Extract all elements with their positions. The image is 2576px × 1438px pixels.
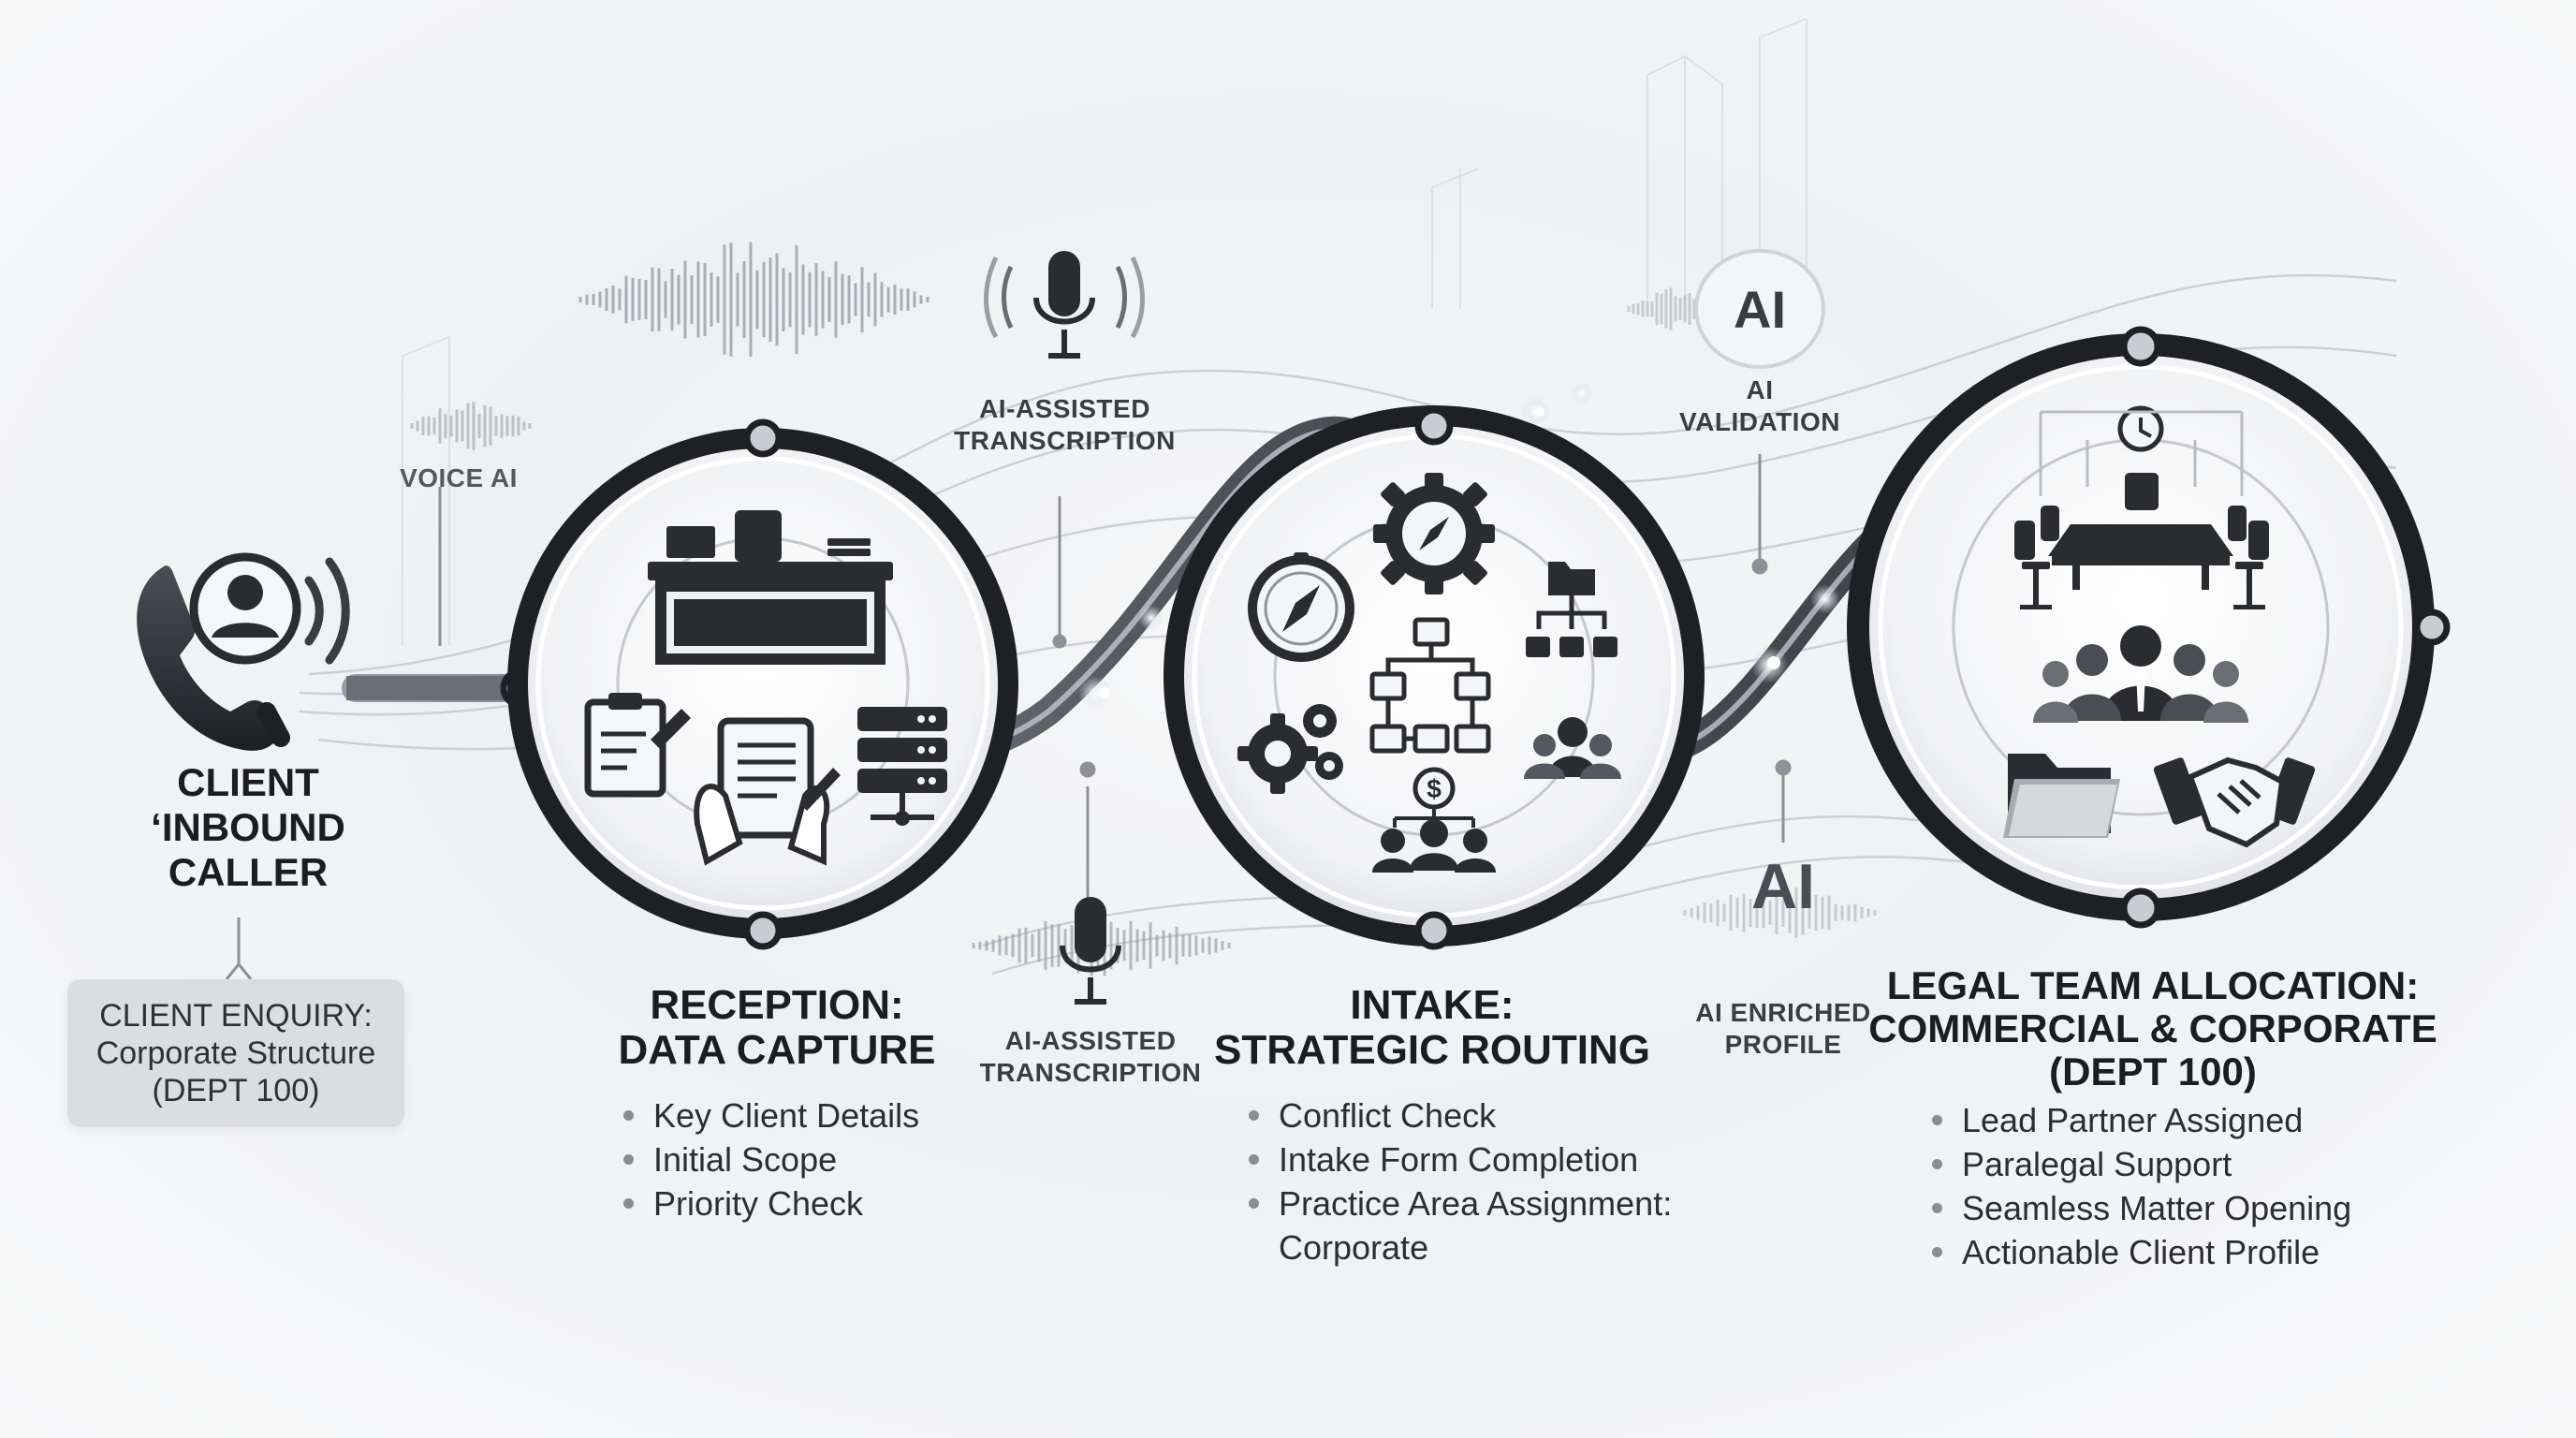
tablet-writing-icon: [694, 717, 841, 866]
ai-badge-top-text: AI: [1734, 280, 1786, 339]
transcription-top-line1: AI-ASSISTED: [979, 394, 1150, 423]
stage-reception-title: RECEPTION: DATA CAPTURE: [590, 983, 964, 1073]
clipboard-icon: [584, 693, 691, 798]
stage-intake-title-line1: INTAKE:: [1350, 982, 1515, 1028]
stage-reception-title-line2: DATA CAPTURE: [618, 1027, 936, 1073]
stage-legal-title: LEGAL TEAM ALLOCATION: COMMERCIAL & CORP…: [1863, 964, 2443, 1093]
bullet-item-continuation: Corporate: [1279, 1228, 1429, 1267]
coin-symbol: $: [1427, 774, 1442, 803]
team-group-icon: [1524, 717, 1621, 779]
bullet-item: Conflict Check: [1243, 1093, 1672, 1137]
bullet-item: Paralegal Support: [1926, 1142, 2351, 1186]
flowchart-icon: [1369, 617, 1491, 754]
transcription-label-bottom: AI-ASSISTED TRANSCRIPTION: [964, 1025, 1217, 1089]
folder-hierarchy-icon: [1526, 562, 1617, 657]
caller-title-line2: ‘INBOUND: [151, 805, 345, 849]
transcription-top-line2: TRANSCRIPTION: [954, 426, 1176, 455]
stage-legal-bullets: Lead Partner Assigned Paralegal Support …: [1926, 1098, 2351, 1274]
bullet-item: Seamless Matter Opening: [1926, 1186, 2351, 1230]
waveform-voice: [410, 402, 532, 450]
client-enquiry-box: CLIENT ENQUIRY: Corporate Structure (DEP…: [67, 979, 404, 1127]
enquiry-dept: (DEPT 100): [152, 1073, 320, 1108]
ai-badge-bottom: AI: [1751, 851, 1815, 922]
stage-reception-bullets: Key Client Details Initial Scope Priorit…: [618, 1093, 919, 1225]
microphone-icon-bottom: [1060, 897, 1121, 1005]
ai-validation-label: AI VALIDATION: [1657, 374, 1863, 438]
phone-caller-icon: [137, 565, 290, 751]
legal-team-people-icon: [2033, 625, 2248, 723]
bullet-item: Practice Area Assignment:: [1243, 1181, 1672, 1225]
ai-validation-line2: VALIDATION: [1679, 407, 1840, 436]
compass-gear-icon: [1373, 473, 1495, 594]
bullet-item: Priority Check: [618, 1181, 919, 1225]
sound-waves-icon: [304, 557, 350, 665]
stage-legal-title-line1: LEGAL TEAM ALLOCATION:: [1886, 963, 2420, 1007]
voice-ai-label: VOICE AI: [400, 463, 518, 492]
glow-particles: [1078, 382, 1840, 710]
ai-enriched-line1: AI ENRICHED: [1695, 998, 1871, 1027]
bullet-item: Lead Partner Assigned: [1926, 1098, 2351, 1142]
background-building-lines: [402, 18, 1808, 646]
ai-validation-line1: AI: [1746, 375, 1774, 404]
user-avatar-icon: [189, 552, 301, 665]
stage-intake-bullets: Conflict Check Intake Form Completion Pr…: [1243, 1093, 1672, 1269]
caller-title-line1: CLIENT: [177, 760, 319, 804]
microphone-icon-top: [984, 251, 1145, 359]
waveform-top: [578, 242, 929, 358]
folder-icon: [2003, 754, 2120, 838]
ai-enriched-label: AI ENRICHED PROFILE: [1676, 997, 1891, 1061]
callout-lines: [225, 454, 1792, 980]
bullet-item: Key Client Details: [618, 1093, 919, 1137]
bullet-item: Initial Scope: [618, 1137, 919, 1181]
ai-enriched-line2: PROFILE: [1724, 1030, 1842, 1059]
bullet-item: Actionable Client Profile: [1926, 1230, 2351, 1274]
finance-team-icon: $: [1372, 767, 1496, 873]
desk-icon: [648, 510, 893, 665]
stage-legal-title-line2: COMMERCIAL & CORPORATE: [1868, 1006, 2437, 1050]
transcription-bottom-line1: AI-ASSISTED: [1004, 1026, 1177, 1055]
ai-badge-bottom-text: AI: [1751, 851, 1815, 922]
stage-circle-reception: [507, 418, 1018, 950]
stage-intake-title: INTAKE: STRATEGIC ROUTING: [1208, 983, 1657, 1073]
stage-circle-intake: [1164, 405, 1705, 950]
transcription-label-top: AI-ASSISTED TRANSCRIPTION: [936, 393, 1193, 457]
stage-intake-title-line2: STRATEGIC ROUTING: [1213, 1027, 1651, 1073]
caller-title-line3: CALLER: [168, 850, 329, 894]
clock-icon: [2117, 405, 2164, 452]
handshake-icon: [2153, 756, 2316, 848]
bullet-item: Intake Form Completion: [1243, 1137, 1672, 1181]
meeting-room-icon: [2014, 410, 2269, 609]
server-stack-icon: [857, 707, 947, 826]
caller-title: CLIENT ‘INBOUND CALLER: [140, 760, 356, 895]
gears-icon: [1237, 704, 1343, 794]
compass-icon: [1248, 552, 1354, 662]
enquiry-title: CLIENT ENQUIRY:: [99, 998, 373, 1034]
waveform-ai-bottom: [1683, 888, 1877, 938]
ai-badge-top: AI: [1694, 249, 1825, 369]
transcription-bottom-line2: TRANSCRIPTION: [979, 1058, 1202, 1087]
stage-legal-title-line3: (DEPT 100): [2049, 1049, 2257, 1093]
stage-reception-title-line1: RECEPTION:: [650, 982, 904, 1028]
enquiry-subject: Corporate Structure: [95, 1035, 376, 1071]
